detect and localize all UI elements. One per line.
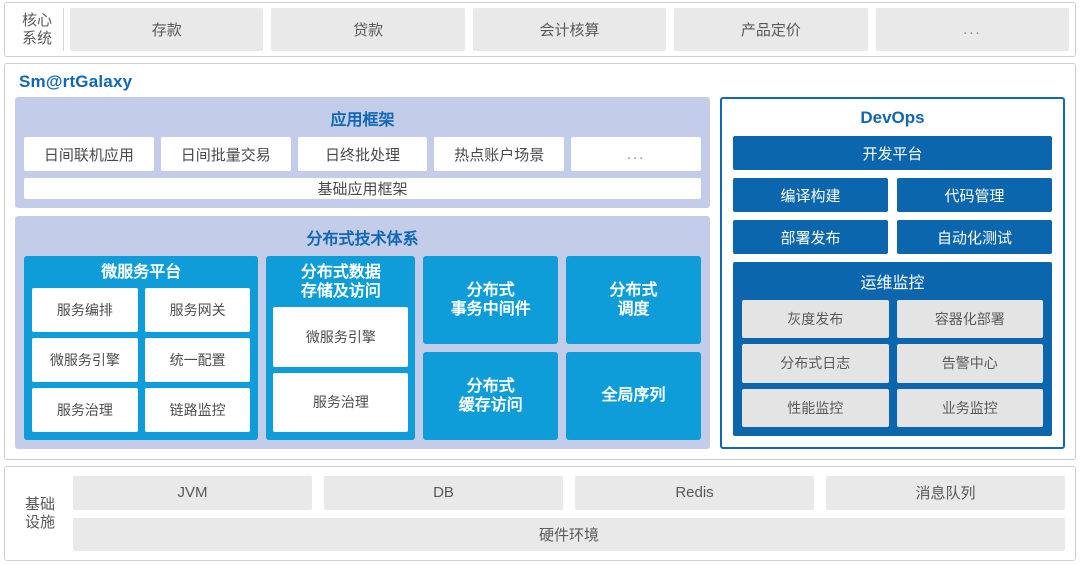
data-storage-item[interactable]: 服务治理	[273, 372, 409, 432]
devops-development-platform-button[interactable]: 开发平台	[733, 136, 1052, 170]
infrastructure-label-line1: 基础	[24, 495, 55, 513]
devops-button[interactable]: 自动化测试	[897, 220, 1052, 254]
block-title-line1: 分布式	[609, 281, 658, 299]
platform-left-column: 应用框架 日间联机应用 日间批量交易 日终批处理 热点账户场景 ... 基础应用…	[15, 97, 710, 449]
global-sequence-title: 全局序列	[598, 386, 670, 405]
ops-monitoring-title: 运维监控	[860, 275, 925, 292]
infrastructure-items: JVM DB Redis 消息队列	[73, 476, 1065, 510]
infrastructure-label: 基础 设施	[15, 476, 65, 551]
distributed-technology-group: 分布式技术体系 微服务平台 服务编排 服务网关 微服务	[15, 216, 710, 449]
infrastructure-stack: JVM DB Redis 消息队列 硬件环境	[73, 476, 1065, 551]
microservice-platform-items: 服务编排 服务网关 微服务引擎 统一配置 服务治理 链路监控	[32, 288, 251, 432]
application-framework-title: 应用框架	[330, 112, 395, 129]
devops-button-row: 编译构建 代码管理	[733, 178, 1052, 212]
infrastructure-item[interactable]: Redis	[575, 476, 814, 510]
distributed-transaction-middleware-title: 分布式 事务中间件	[447, 281, 535, 319]
distributed-columns: 微服务平台 服务编排 服务网关 微服务引擎 统一配置	[24, 256, 701, 440]
devops-title: DevOps	[860, 108, 925, 127]
application-framework-items: 日间联机应用 日间批量交易 日终批处理 热点账户场景 ...	[24, 137, 701, 171]
microservice-item[interactable]: 链路监控	[144, 388, 251, 432]
application-framework-group: 应用框架 日间联机应用 日间批量交易 日终批处理 热点账户场景 ... 基础应用…	[15, 97, 710, 208]
core-systems-label: 核心 系统	[11, 8, 64, 51]
distributed-data-storage-title: 分布式数据 存储及访问	[273, 256, 408, 307]
core-system-item[interactable]: 贷款	[271, 8, 465, 51]
ops-monitoring-item[interactable]: 告警中心	[896, 344, 1043, 383]
app-framework-item[interactable]: 日终批处理	[297, 137, 428, 171]
ops-monitoring-item[interactable]: 容器化部署	[896, 300, 1043, 339]
microservice-item[interactable]: 微服务引擎	[32, 338, 138, 383]
core-systems-band: 核心 系统 存款 贷款 会计核算 产品定价 ...	[4, 2, 1076, 57]
core-system-item[interactable]: 会计核算	[472, 8, 667, 51]
microservice-item[interactable]: 服务治理	[32, 388, 138, 432]
platform-band: Sm@rtGalaxy 应用框架 日间联机应用 日间批量交易 日终批处理 热点账…	[4, 63, 1076, 460]
platform-brand-title: Sm@rtGalaxy	[19, 72, 133, 91]
infrastructure-label-line2: 设施	[24, 513, 55, 531]
ops-monitoring-items: 灰度发布 容器化部署 分布式日志 告警中心 性能监控 业务监控	[742, 300, 1043, 427]
block-title-line2: 缓存访问	[458, 397, 523, 414]
block-title-line1: 全局序列	[601, 387, 666, 405]
microservice-item[interactable]: 服务编排	[32, 288, 138, 333]
block-title-line1: 分布式	[466, 281, 515, 299]
distributed-transaction-middleware-block[interactable]: 分布式 事务中间件	[423, 256, 559, 344]
microservice-platform-title: 微服务平台	[101, 264, 182, 281]
distributed-data-storage-block: 分布式数据 存储及访问 微服务引擎 服务治理	[266, 256, 416, 440]
hardware-environment-item[interactable]: 硬件环境	[73, 517, 1065, 551]
infrastructure-item[interactable]: 消息队列	[826, 476, 1065, 510]
ops-monitoring-item[interactable]: 业务监控	[896, 388, 1043, 427]
distributed-scheduling-column: 分布式 调度 全局序列	[566, 256, 701, 440]
distributed-cache-access-block[interactable]: 分布式 缓存访问	[423, 352, 559, 440]
ops-monitoring-row: 性能监控 业务监控	[742, 388, 1043, 427]
distributed-scheduling-title: 分布式 调度	[606, 281, 662, 319]
distributed-cache-access-title: 分布式 缓存访问	[455, 377, 527, 415]
app-framework-item[interactable]: 热点账户场景	[434, 137, 565, 171]
core-system-more-item[interactable]: ...	[875, 8, 1070, 51]
microservice-row: 服务编排 服务网关	[32, 288, 251, 333]
platform-body: 应用框架 日间联机应用 日间批量交易 日终批处理 热点账户场景 ... 基础应用…	[15, 97, 1065, 449]
platform-right-column: DevOps 开发平台 编译构建 代码管理 部署发布 自动化测试 运维监控	[720, 97, 1065, 449]
core-system-item[interactable]: 产品定价	[674, 8, 868, 51]
ops-monitoring-panel: 运维监控 灰度发布 容器化部署 分布式日志 告警中心 性能监控	[733, 262, 1052, 436]
microservice-item[interactable]: 服务网关	[144, 288, 251, 333]
distributed-scheduling-block[interactable]: 分布式 调度	[566, 256, 701, 344]
core-systems-items: 存款 贷款 会计核算 产品定价 ...	[70, 8, 1070, 51]
microservice-row: 微服务引擎 统一配置	[32, 338, 251, 383]
infrastructure-item[interactable]: JVM	[73, 476, 312, 510]
devops-panel: DevOps 开发平台 编译构建 代码管理 部署发布 自动化测试 运维监控	[720, 97, 1065, 449]
core-systems-label-line1: 核心	[21, 12, 52, 30]
block-title-line1: 分布式	[466, 377, 515, 395]
core-system-item[interactable]: 存款	[70, 8, 264, 51]
app-framework-item[interactable]: 日间联机应用	[24, 137, 154, 171]
base-application-framework[interactable]: 基础应用框架	[24, 178, 701, 199]
block-title-line2: 事务中间件	[450, 301, 531, 318]
distributed-data-storage-items: 微服务引擎 服务治理	[273, 307, 409, 432]
distributed-middleware-column: 分布式 事务中间件 分布式 缓存访问	[423, 256, 559, 440]
infrastructure-item[interactable]: DB	[324, 476, 563, 510]
ops-monitoring-row: 分布式日志 告警中心	[742, 344, 1043, 383]
core-systems-label-line2: 系统	[21, 29, 52, 47]
ops-monitoring-item[interactable]: 性能监控	[742, 388, 889, 427]
distributed-data-storage-title-line1: 分布式数据	[300, 264, 381, 281]
infrastructure-band: 基础 设施 JVM DB Redis 消息队列 硬件环境	[4, 466, 1076, 561]
microservice-item[interactable]: 统一配置	[144, 338, 251, 383]
devops-button[interactable]: 部署发布	[733, 220, 888, 254]
devops-button[interactable]: 编译构建	[733, 178, 888, 212]
data-storage-row: 服务治理	[273, 372, 409, 432]
microservice-row: 服务治理 链路监控	[32, 388, 251, 432]
distributed-technology-title: 分布式技术体系	[306, 231, 419, 248]
distributed-data-storage-title-line2: 存储及访问	[300, 283, 381, 301]
app-framework-more-item[interactable]: ...	[571, 137, 701, 171]
microservice-platform-block: 微服务平台 服务编排 服务网关 微服务引擎 统一配置	[24, 256, 259, 440]
ops-monitoring-item[interactable]: 分布式日志	[742, 344, 889, 383]
data-storage-item[interactable]: 微服务引擎	[273, 307, 409, 367]
app-framework-item[interactable]: 日间批量交易	[160, 137, 291, 171]
data-storage-row: 微服务引擎	[273, 307, 409, 367]
ops-monitoring-item[interactable]: 灰度发布	[742, 300, 889, 339]
devops-button[interactable]: 代码管理	[897, 178, 1052, 212]
ops-monitoring-row: 灰度发布 容器化部署	[742, 300, 1043, 339]
devops-button-row: 部署发布 自动化测试	[733, 220, 1052, 254]
global-sequence-block[interactable]: 全局序列	[566, 352, 701, 440]
block-title-line2: 调度	[617, 301, 650, 318]
